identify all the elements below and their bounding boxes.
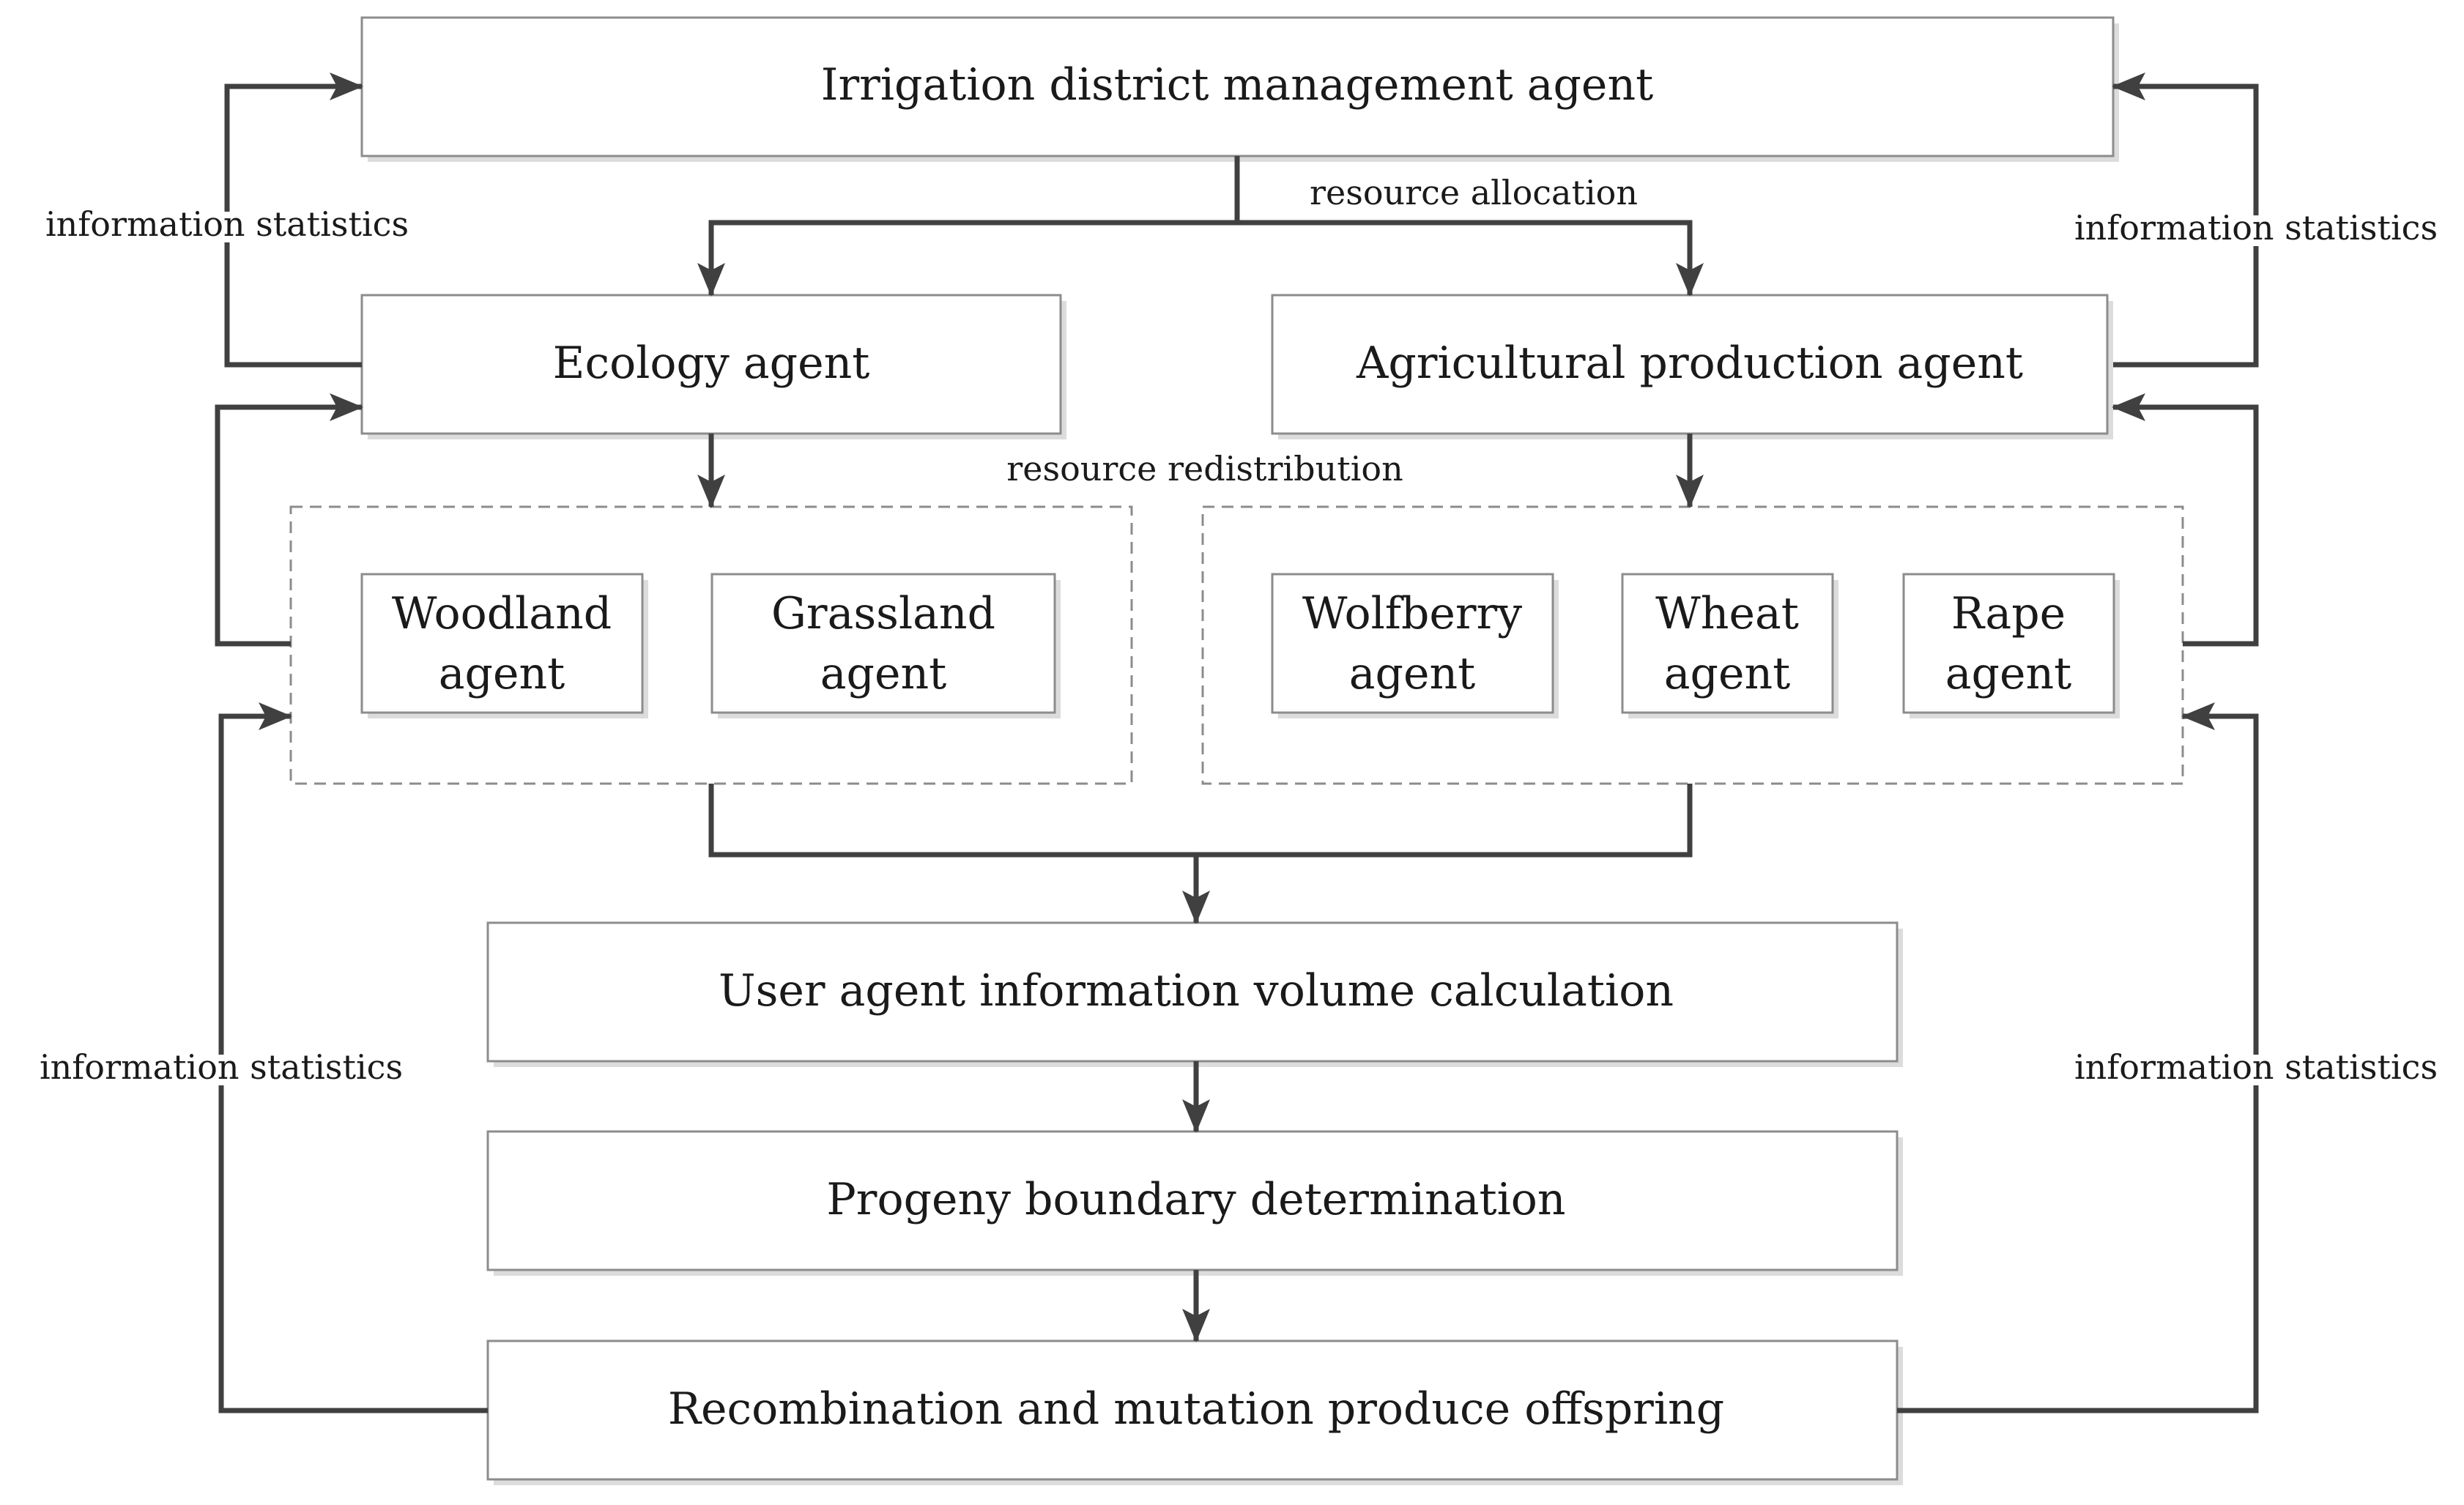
svg-text:agent: agent bbox=[439, 648, 565, 699]
info-statistics-top-left-label: information statistics bbox=[45, 204, 409, 244]
merge-connector bbox=[708, 784, 1693, 858]
resource-redistribution-label: resource redistribution bbox=[1006, 449, 1403, 488]
resource-allocation-left-arrow bbox=[697, 220, 1237, 297]
wolfberry-agent-box: Wolfberry agent bbox=[1271, 573, 1559, 718]
agricultural-production-agent-label: Agricultural production agent bbox=[1356, 338, 2023, 389]
user-info-volume-box: User agent information volume calculatio… bbox=[486, 921, 1903, 1067]
woodland-agent-label-line1: Woodland bbox=[392, 588, 612, 639]
wheat-agent-label-line2: agent bbox=[1664, 648, 1790, 699]
rape-agent-box: Rape agent bbox=[1902, 573, 2120, 718]
svg-text:Wolfberry: Wolfberry bbox=[1302, 588, 1522, 639]
agricultural-production-agent-box: Agricultural production agent bbox=[1271, 294, 2113, 439]
irrigation-management-label: Irrigation district management agent bbox=[821, 59, 1653, 111]
svg-text:agent: agent bbox=[1664, 648, 1790, 699]
svg-text:Rape: Rape bbox=[1951, 588, 2066, 639]
svg-text:agent: agent bbox=[1945, 648, 2071, 699]
rape-agent-label-line2: agent bbox=[1945, 648, 2071, 699]
svg-text:Grassland: Grassland bbox=[771, 588, 995, 639]
info-statistics-bottom-left-label: information statistics bbox=[40, 1047, 403, 1087]
progeny-boundary-label: Progeny boundary determination bbox=[826, 1174, 1565, 1225]
info-statistics-bottom-right-label: information statistics bbox=[2074, 1047, 2438, 1087]
irrigation-management-box: Irrigation district management agent bbox=[360, 16, 2119, 162]
grassland-agent-box: Grassland agent bbox=[710, 573, 1061, 718]
svg-text:agent: agent bbox=[820, 648, 946, 699]
svg-text:agent: agent bbox=[1349, 648, 1475, 699]
grassland-agent-label-line2: agent bbox=[820, 648, 946, 699]
feedback-recombination-to-ecology-group bbox=[218, 702, 488, 1413]
resource-allocation-label: resource allocation bbox=[1310, 173, 1638, 212]
grassland-agent-label-line1: Grassland bbox=[771, 588, 995, 639]
woodland-agent-label-line2: agent bbox=[439, 648, 565, 699]
ecology-agent-box: Ecology agent bbox=[360, 294, 1066, 439]
feedback-ecology-to-irrigation bbox=[224, 73, 363, 368]
wolfberry-agent-label-line2: agent bbox=[1349, 648, 1475, 699]
recombination-box: Recombination and mutation produce offsp… bbox=[486, 1339, 1903, 1485]
user-info-volume-label: User agent information volume calculatio… bbox=[719, 965, 1674, 1017]
svg-text:Wheat: Wheat bbox=[1655, 588, 1799, 639]
wheat-agent-box: Wheat agent bbox=[1621, 573, 1838, 718]
feedback-agricultural-to-irrigation bbox=[2112, 73, 2259, 368]
wheat-agent-label-line1: Wheat bbox=[1655, 588, 1799, 639]
woodland-agent-box: Woodland agent bbox=[360, 573, 648, 718]
wolfberry-agent-label-line1: Wolfberry bbox=[1302, 588, 1522, 639]
recombination-label: Recombination and mutation produce offsp… bbox=[668, 1383, 1724, 1435]
info-statistics-top-right-label: information statistics bbox=[2074, 208, 2438, 248]
ecology-agent-label: Ecology agent bbox=[553, 338, 870, 389]
feedback-recombination-to-agricultural-group bbox=[1897, 702, 2259, 1413]
svg-text:Woodland: Woodland bbox=[392, 588, 612, 639]
progeny-boundary-box: Progeny boundary determination bbox=[486, 1130, 1903, 1276]
rape-agent-label-line1: Rape bbox=[1951, 588, 2066, 639]
feedback-ecology-group-to-ecology bbox=[215, 393, 363, 647]
feedback-agricultural-group-to-agricultural bbox=[2112, 393, 2259, 647]
resource-allocation-right-arrow bbox=[1237, 220, 1704, 297]
